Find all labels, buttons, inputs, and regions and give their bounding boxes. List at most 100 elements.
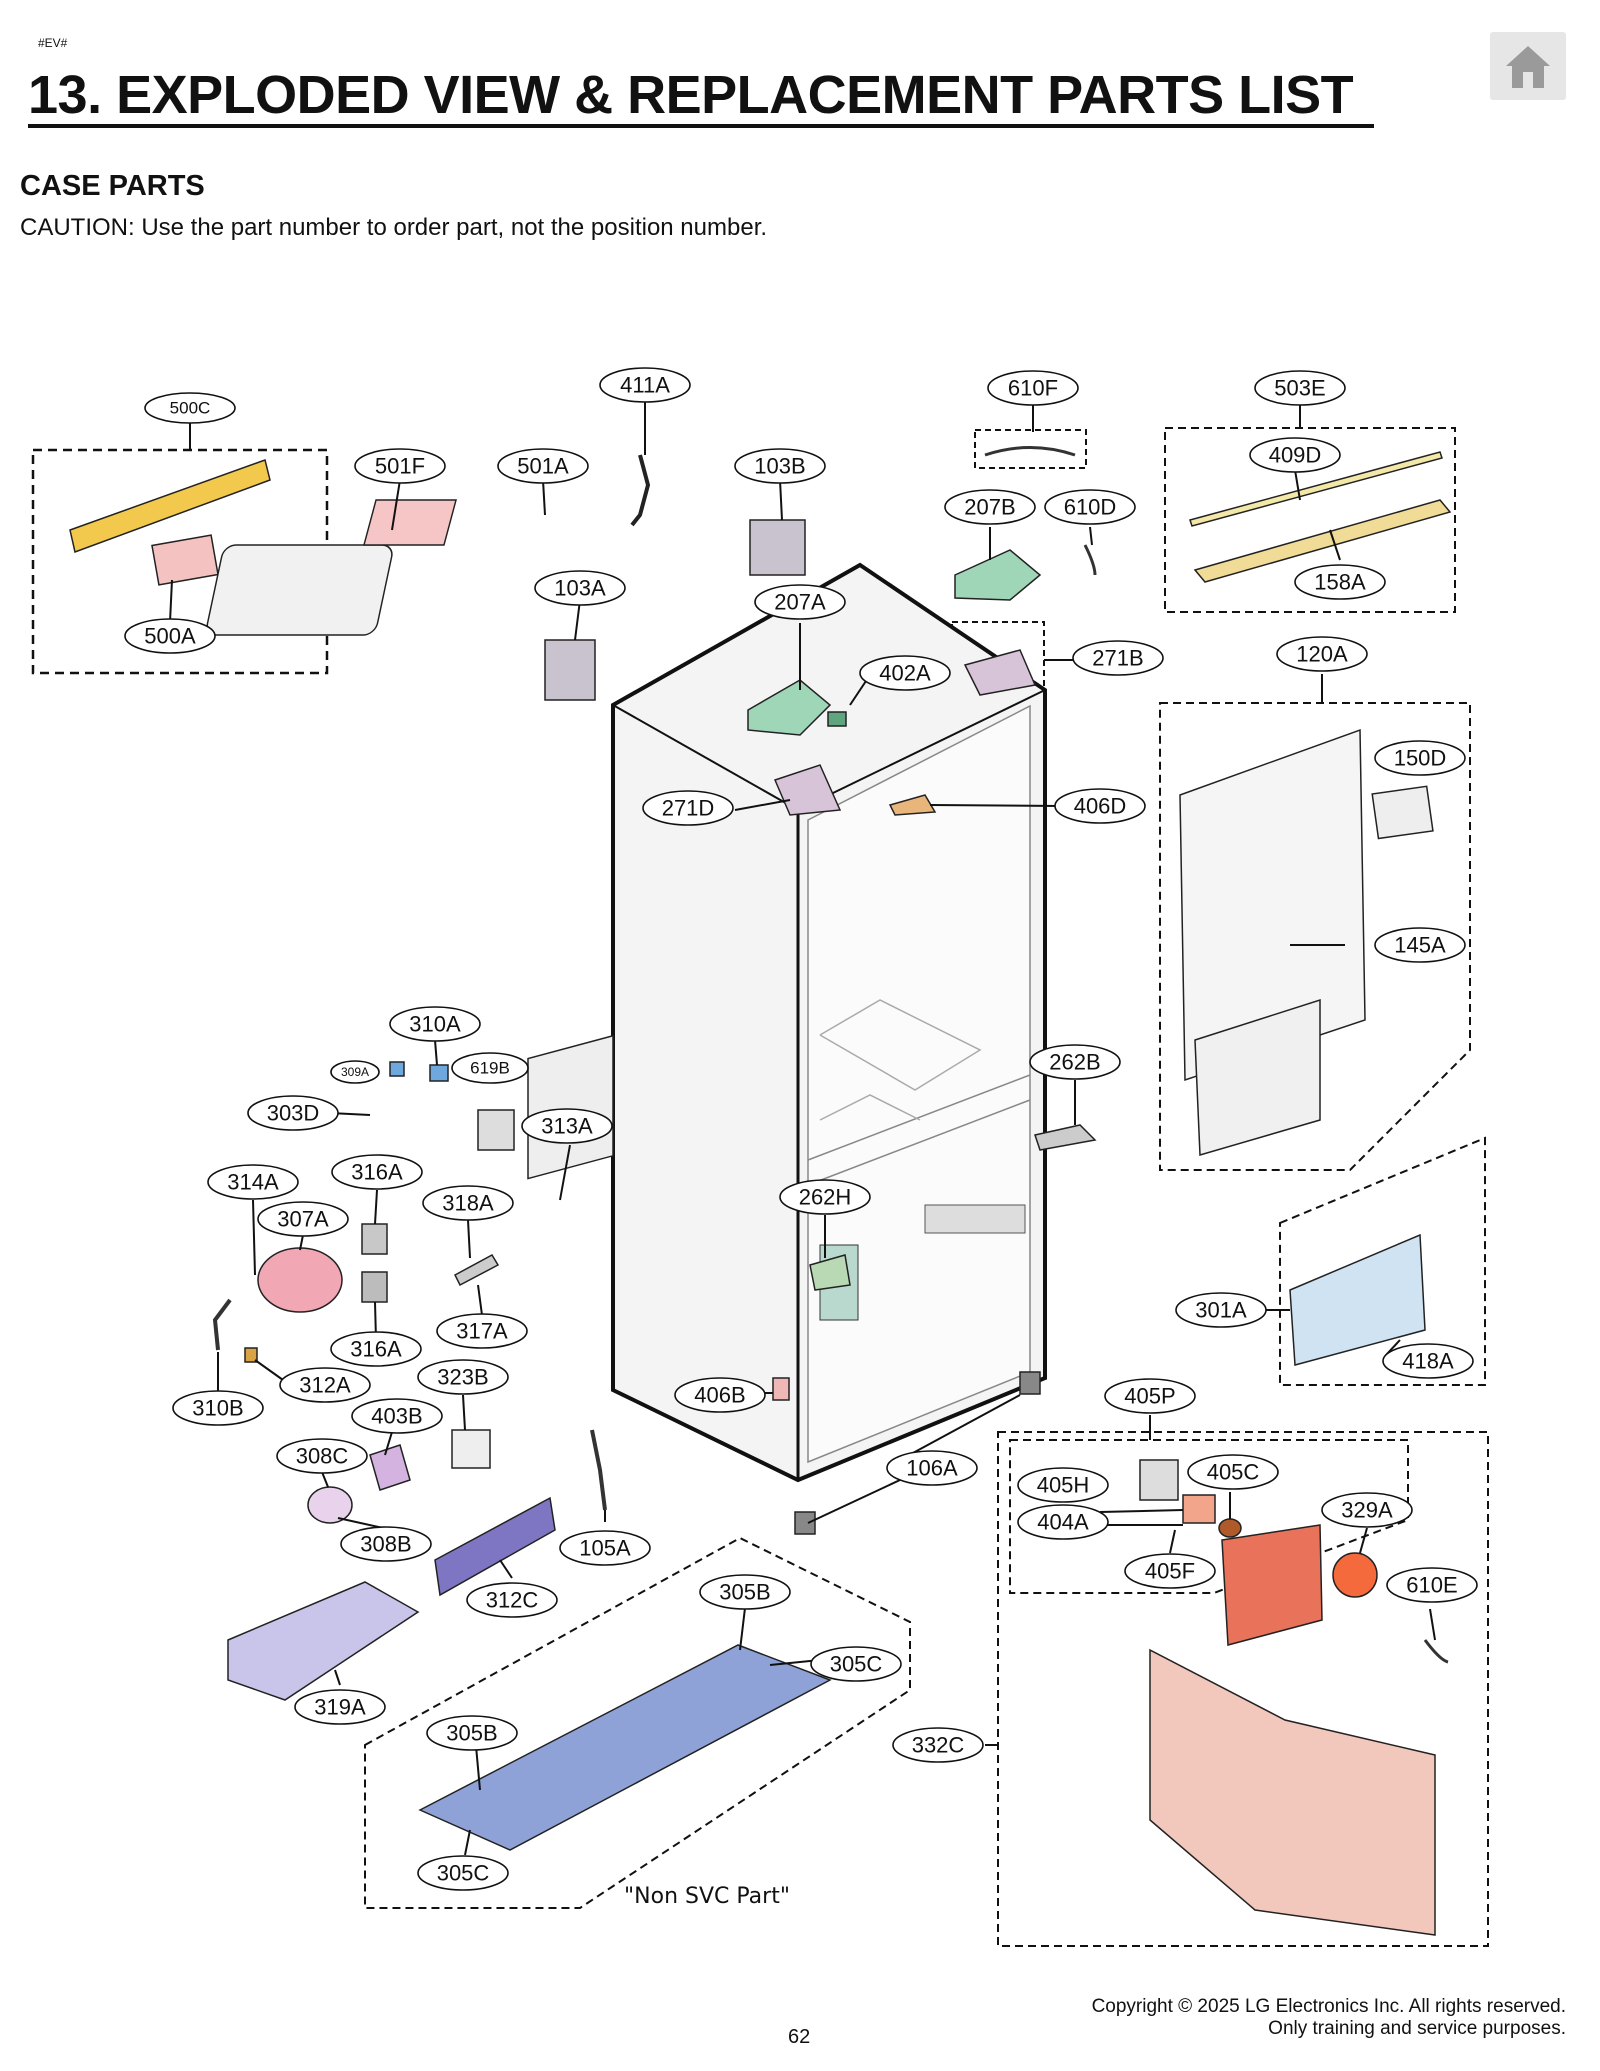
callout-319A: 319A	[314, 1695, 366, 1720]
part-406B-bracket	[772, 1377, 790, 1401]
part-411A-power-cord	[630, 454, 651, 527]
callout-310A: 310A	[409, 1012, 461, 1037]
callout-312C: 312C	[486, 1588, 539, 1613]
part-271B-hinge	[963, 649, 1037, 696]
part-319A-drain-tray	[227, 1581, 420, 1701]
home-button[interactable]	[1490, 32, 1566, 100]
part-310A-connector	[429, 1064, 449, 1082]
part-312C-cover	[434, 1496, 556, 1597]
callout-406B: 406B	[694, 1383, 745, 1408]
part-262B-hinge	[1034, 1124, 1097, 1151]
part-312A-rubber	[244, 1347, 258, 1363]
callout-405F: 405F	[1145, 1559, 1195, 1584]
part-405H-housing	[1139, 1459, 1179, 1501]
callout-312A: 312A	[299, 1373, 351, 1398]
group-box-503E	[1164, 427, 1456, 613]
callout-305B-top: 305B	[719, 1580, 770, 1605]
part-301A-evaporator	[1289, 1233, 1426, 1366]
part-158A-gasket	[1193, 499, 1452, 583]
part-106A-foot-bottom	[794, 1511, 816, 1535]
part-403B-fan-motor	[369, 1444, 411, 1491]
part-207B-cover	[954, 549, 1042, 601]
refrigerator-cabinet	[611, 562, 1047, 1483]
callout-610F: 610F	[1008, 376, 1058, 401]
callout-318A: 318A	[442, 1191, 494, 1216]
callout-610E: 610E	[1406, 1573, 1457, 1598]
part-309A-connector	[389, 1061, 405, 1077]
part-610D-wire	[1083, 544, 1097, 576]
part-329A-fan-cover	[1221, 1524, 1323, 1646]
part-409D-strip	[1189, 451, 1443, 527]
part-103A-cover	[544, 639, 596, 701]
callout-303D: 303D	[267, 1101, 320, 1126]
callout-332C: 332C	[912, 1733, 965, 1758]
part-402A-switch	[827, 711, 847, 727]
group-box-332C	[997, 1431, 1489, 1947]
part-610E-wire	[1423, 1639, 1449, 1664]
non-svc-note: "Non SVC Part"	[624, 1884, 790, 1909]
callout-329A: 329A	[1341, 1498, 1393, 1523]
section-heading: CASE PARTS	[20, 170, 205, 202]
part-308C-motor	[307, 1486, 353, 1524]
callout-405C: 405C	[1207, 1460, 1260, 1485]
callout-207B: 207B	[964, 495, 1015, 520]
part-332C-cover	[1149, 1648, 1436, 1936]
group-box-405P	[1009, 1439, 1409, 1594]
title-underline	[28, 124, 1374, 128]
callout-501A: 501A	[517, 454, 569, 479]
callout-313A: 313A	[541, 1114, 593, 1139]
page-title: 13. EXPLODED VIEW & REPLACEMENT PARTS LI…	[28, 65, 1354, 125]
part-310B-pipe	[212, 1298, 232, 1351]
part-106A-foot-top	[1019, 1371, 1041, 1395]
callout-406D: 406D	[1074, 794, 1127, 819]
part-610F-harness	[984, 446, 1076, 457]
callout-500C: 500C	[170, 399, 211, 418]
callout-271B: 271B	[1092, 646, 1143, 671]
callout-308C: 308C	[296, 1444, 349, 1469]
callout-411A: 411A	[620, 373, 670, 398]
callout-500A: 500A	[144, 624, 196, 649]
callout-405H: 405H	[1037, 1473, 1090, 1498]
part-105A-cord	[590, 1429, 607, 1511]
part-103B-cover	[749, 519, 806, 576]
callout-314A: 314A	[227, 1170, 279, 1195]
callout-610D: 610D	[1064, 495, 1117, 520]
callout-409D: 409D	[1269, 443, 1322, 468]
callout-158A: 158A	[1314, 570, 1366, 595]
callout-145A: 145A	[1394, 933, 1446, 958]
part-316A-pad-bottom	[361, 1271, 388, 1303]
group-box-301A	[1279, 1136, 1486, 1386]
callout-619B: 619B	[470, 1059, 510, 1078]
part-406D-bracket	[888, 794, 937, 816]
callout-120A: 120A	[1296, 642, 1348, 667]
part-207A-cover	[747, 679, 832, 736]
callout-305B-left: 305B	[446, 1721, 497, 1746]
part-329A-fan	[1332, 1552, 1378, 1598]
part-500C-display-bar	[69, 459, 271, 553]
callout-317A: 317A	[456, 1319, 508, 1344]
part-313A-panel	[527, 1034, 614, 1180]
part-316A-pad-top	[361, 1223, 388, 1255]
group-box-120A	[1159, 702, 1471, 1171]
copyright-line-2: Only training and service purposes.	[1268, 2018, 1566, 2039]
part-404A-damper	[1182, 1494, 1216, 1524]
page-number: 62	[788, 2026, 811, 2048]
callout-105A: 105A	[579, 1536, 631, 1561]
callout-418A: 418A	[1402, 1349, 1454, 1374]
part-150D-filter	[1371, 785, 1434, 840]
part-271D-hinge	[773, 764, 842, 816]
group-box-610F	[974, 429, 1087, 469]
part-405C-motor	[1218, 1518, 1242, 1538]
callout-305C-bottom: 305C	[437, 1861, 490, 1886]
callout-207A: 207A	[774, 590, 826, 615]
callout-316A-bottom: 316A	[350, 1337, 402, 1362]
copyright-line-1: Copyright © 2025 LG Electronics Inc. All…	[1091, 1996, 1566, 2017]
part-500A-pcb	[151, 534, 219, 586]
callout-503E: 503E	[1274, 376, 1325, 401]
callout-405P: 405P	[1124, 1384, 1175, 1409]
part-307A-compressor	[257, 1247, 343, 1313]
part-323B-heater	[451, 1429, 491, 1469]
part-619B-clip	[477, 1109, 515, 1151]
callout-305C-right: 305C	[830, 1652, 883, 1677]
